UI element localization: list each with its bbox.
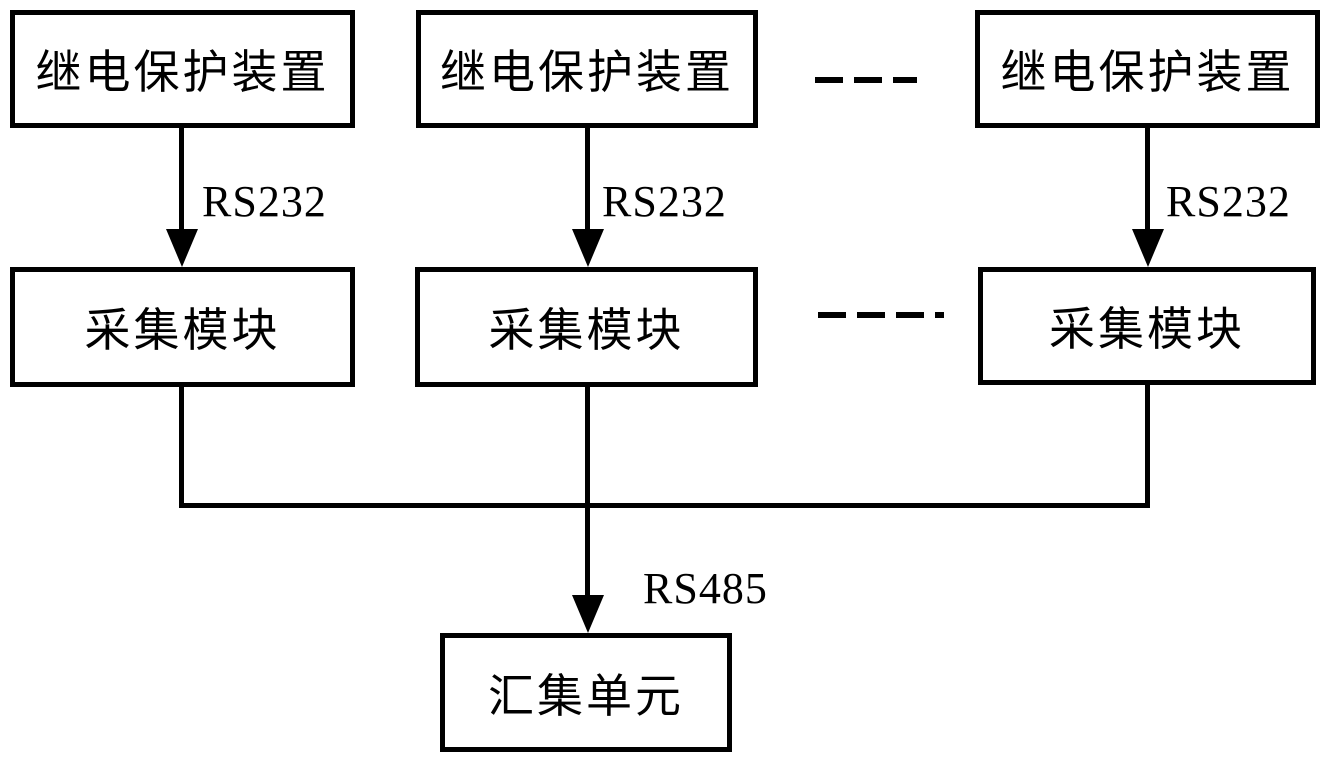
collector-box-2: 采集模块 bbox=[415, 267, 758, 387]
aggregator-label: 汇集单元 bbox=[488, 670, 684, 722]
bus-line bbox=[179, 503, 1150, 508]
collector-label-1: 采集模块 bbox=[84, 305, 281, 356]
ellipsis-dashes-middle bbox=[818, 312, 944, 318]
collector-box-1: 采集模块 bbox=[10, 267, 355, 387]
rs232-label-3: RS232 bbox=[1166, 177, 1291, 226]
arrow-down-icon bbox=[166, 229, 198, 267]
connector-line-rs232-2 bbox=[585, 128, 590, 234]
dash bbox=[818, 312, 846, 318]
relay-device-label-2: 继电保护装置 bbox=[440, 47, 734, 98]
rs232-label-1: RS232 bbox=[202, 177, 327, 226]
dash bbox=[854, 77, 882, 83]
connector-drop-line-1 bbox=[179, 387, 184, 508]
ellipsis-dashes-top bbox=[815, 77, 917, 83]
connector-line-rs232-1 bbox=[179, 128, 184, 234]
relay-device-label-1: 继电保护装置 bbox=[35, 47, 330, 98]
dash bbox=[857, 312, 885, 318]
relay-device-box-2: 继电保护装置 bbox=[416, 10, 758, 128]
dash bbox=[935, 312, 944, 318]
aggregator-box: 汇集单元 bbox=[440, 633, 732, 752]
relay-device-label-3: 继电保护装置 bbox=[1000, 47, 1295, 98]
arrow-down-icon bbox=[572, 229, 604, 267]
arrow-down-icon bbox=[1132, 229, 1164, 267]
arrow-down-icon bbox=[572, 595, 604, 633]
collector-label-3: 采集模块 bbox=[1049, 304, 1245, 355]
collector-box-3: 采集模块 bbox=[978, 267, 1316, 385]
collector-label-2: 采集模块 bbox=[488, 305, 685, 356]
relay-device-box-3: 继电保护装置 bbox=[975, 10, 1320, 128]
dash bbox=[815, 77, 843, 83]
connector-line-rs485 bbox=[585, 387, 590, 600]
dash bbox=[893, 77, 917, 83]
connector-drop-line-3 bbox=[1145, 385, 1150, 508]
rs232-label-2: RS232 bbox=[602, 177, 727, 226]
relay-device-box-1: 继电保护装置 bbox=[10, 10, 355, 128]
connector-line-rs232-3 bbox=[1145, 128, 1150, 234]
dash bbox=[896, 312, 924, 318]
rs485-label: RS485 bbox=[643, 564, 768, 613]
